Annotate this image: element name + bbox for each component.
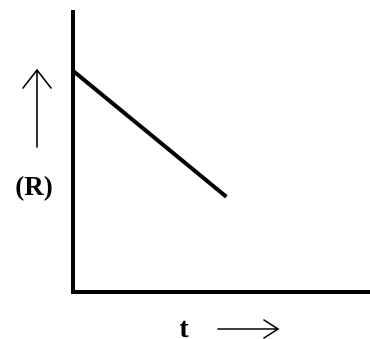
series-line-0 (71, 69, 228, 199)
x-direction-arrow-icon (217, 319, 280, 339)
y-axis-label: (R) (15, 171, 52, 201)
x-axis-label: t (179, 313, 189, 339)
series-group (71, 69, 228, 199)
y-direction-arrow-icon (22, 68, 52, 148)
